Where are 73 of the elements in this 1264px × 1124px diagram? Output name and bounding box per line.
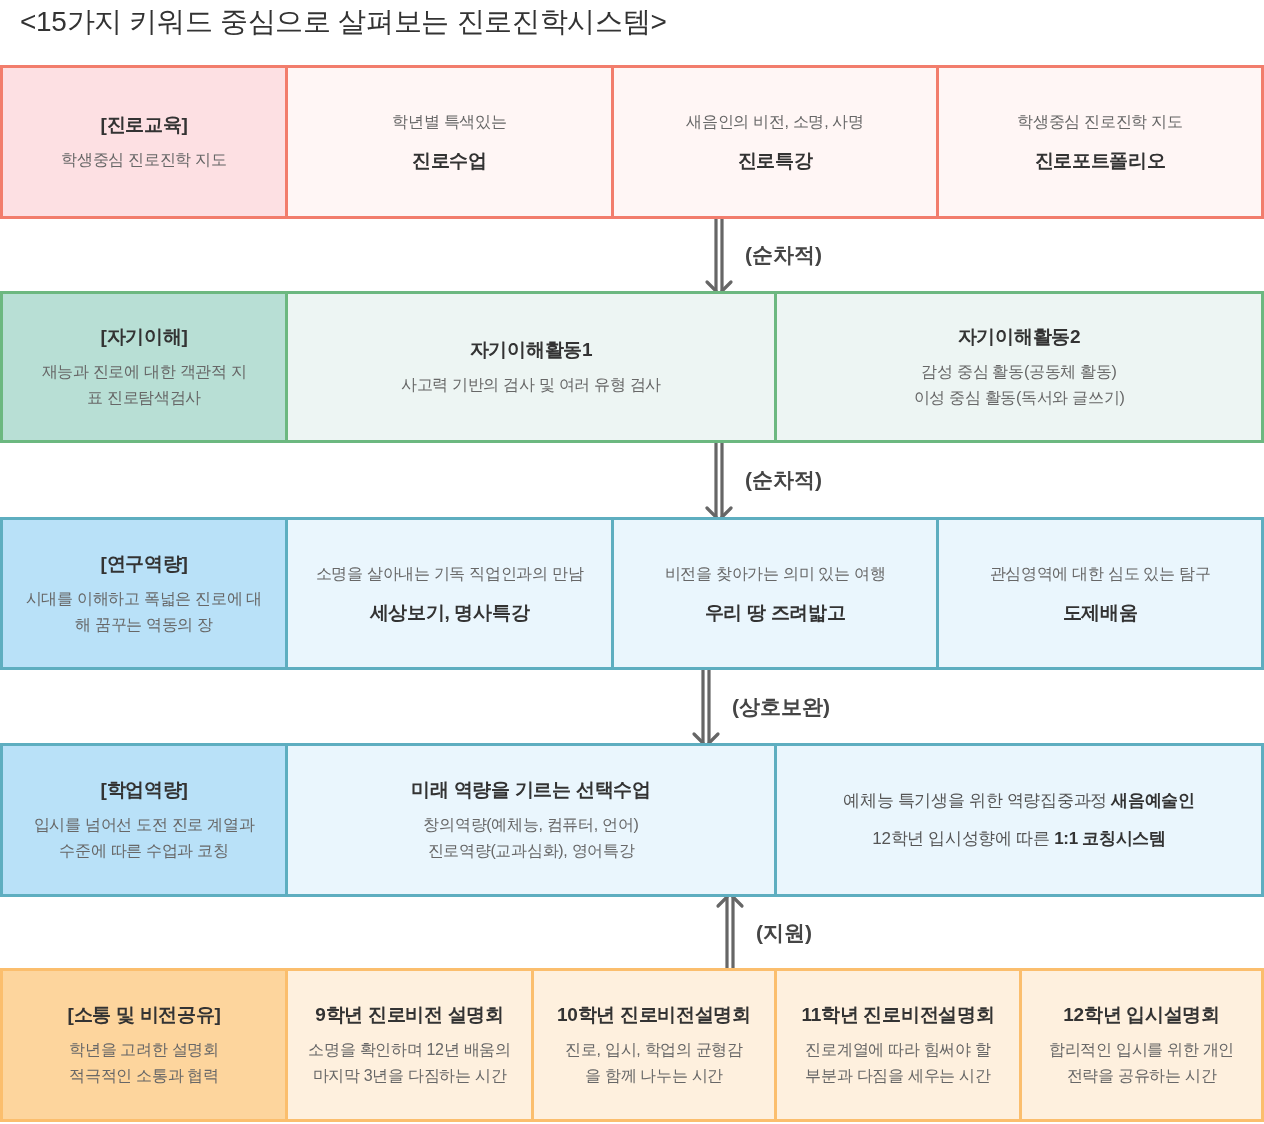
program-cell [777, 294, 1261, 440]
program-title: 세상보기, 명사특강 [369, 600, 530, 625]
program-cell [614, 520, 936, 667]
category-header-cell [3, 746, 285, 894]
double-arrow [705, 441, 733, 519]
program-title: 자기이해활동1 [469, 338, 593, 362]
category-description: 학년을 고려한 설명회 적극적인 소통과 협력 [68, 1040, 220, 1086]
row-frame [0, 65, 1264, 219]
program-title: 10학년 진로비전설명회 [557, 1003, 751, 1027]
category-description: 학생중심 진로진학 지도 [61, 150, 227, 170]
program-cell [288, 294, 774, 440]
row-frame [0, 968, 1264, 1122]
program-description: 소명을 확인하며 12년 배움의 마지막 3년을 다짐하는 시간 [307, 1040, 512, 1086]
program-description: 감성 중심 활동(공동체 활동) [921, 362, 1117, 382]
program-description: 이성 중심 활동(독서와 글쓰기) [913, 388, 1125, 408]
category-header-cell [3, 520, 285, 667]
program-description: 진로역량(교과심화), 영어특강 [427, 841, 635, 861]
category-header-cell [3, 68, 285, 216]
program-cell [288, 520, 611, 667]
program-description: 소명을 살아내는 기독 직업인과의 만남 [315, 563, 584, 584]
program-cell [1022, 971, 1261, 1119]
program-title: 자기이해활동2 [957, 325, 1081, 349]
program-description: 새음인의 비전, 소명, 사명 [686, 112, 864, 132]
program-description: 진로, 입시, 학업의 균형감 을 함께 나누는 시간 [564, 1040, 744, 1086]
program-cell [777, 971, 1019, 1119]
category-title: [자기이해] [100, 325, 188, 349]
program-description: 학생중심 진로진학 지도 [1017, 112, 1183, 132]
program-title: 11학년 진로비전설명회 [801, 1003, 995, 1027]
category-description: 입시를 넘어선 도전 진로 계열과 수준에 따른 수업과 코칭 [32, 815, 256, 861]
program-description: 사고력 기반의 검사 및 여러 유형 검사 [400, 375, 662, 395]
program-description: 비전을 찾아가는 의미 있는 여행 [664, 563, 886, 584]
program-title: 진로수업 [412, 149, 487, 173]
program-description: 창의역량(예체능, 컴퓨터, 언어) [423, 815, 639, 835]
category-title: [진로교육] [100, 113, 188, 137]
program-title: 도제배움 [1062, 600, 1138, 625]
double-arrow [716, 895, 744, 970]
double-arrow [705, 217, 733, 293]
category-title: [소통 및 비전공유] [67, 1003, 221, 1027]
row-frame [0, 743, 1264, 897]
category-header-cell [3, 294, 285, 440]
double-arrow [692, 668, 720, 745]
program-description: 관심영역에 대한 심도 있는 탐구 [989, 563, 1211, 584]
program-cell [288, 68, 611, 216]
program-cell [777, 746, 1261, 894]
program-cell [939, 520, 1261, 667]
program-description: 학년별 특색있는 [392, 112, 507, 132]
category-description: 재능과 진로에 대한 객관적 지 표 진로탐색검사 [40, 362, 248, 408]
program-description: 진로계열에 따라 힘써야 할 부분과 다짐을 세우는 시간 [804, 1040, 992, 1086]
program-cell [534, 971, 774, 1119]
program-description: 12학년 입시성향에 따른 1:1 코칭시스템 [872, 828, 1166, 850]
program-description: 예체능 특기생을 위한 역량집중과정 새음예술인 [843, 790, 1195, 812]
program-cell [288, 971, 531, 1119]
category-header-cell [3, 971, 285, 1119]
program-title: 9학년 진로비전 설명회 [315, 1003, 504, 1027]
row-frame [0, 291, 1264, 443]
category-description: 시대를 이해하고 폭넓은 진로에 대 해 꿈꾸는 역동의 장 [24, 588, 264, 635]
program-title: 우리 땅 즈려밟고 [704, 600, 846, 625]
edge-label: (지원) [756, 919, 812, 946]
program-cell [614, 68, 936, 216]
category-title: [연구역량] [100, 551, 188, 576]
edge-label: (순차적) [745, 467, 822, 493]
diagram-title: <15가지 키워드 중심으로 살펴보는 진로진학시스템> [20, 5, 667, 39]
program-title: 미래 역량을 기르는 선택수업 [411, 778, 651, 802]
program-cell [939, 68, 1261, 216]
program-title: 진로포트폴리오 [1034, 149, 1166, 173]
category-title: [학업역량] [100, 778, 188, 802]
row-frame [0, 517, 1264, 670]
program-title: 12학년 입시설명회 [1063, 1003, 1220, 1027]
program-cell [288, 746, 774, 894]
edge-label: (상호보완) [732, 693, 830, 720]
program-title: 진로특강 [737, 149, 813, 173]
program-description: 합리적인 입시를 위한 개인 전략을 공유하는 시간 [1047, 1040, 1236, 1086]
edge-label: (순차적) [745, 242, 822, 268]
